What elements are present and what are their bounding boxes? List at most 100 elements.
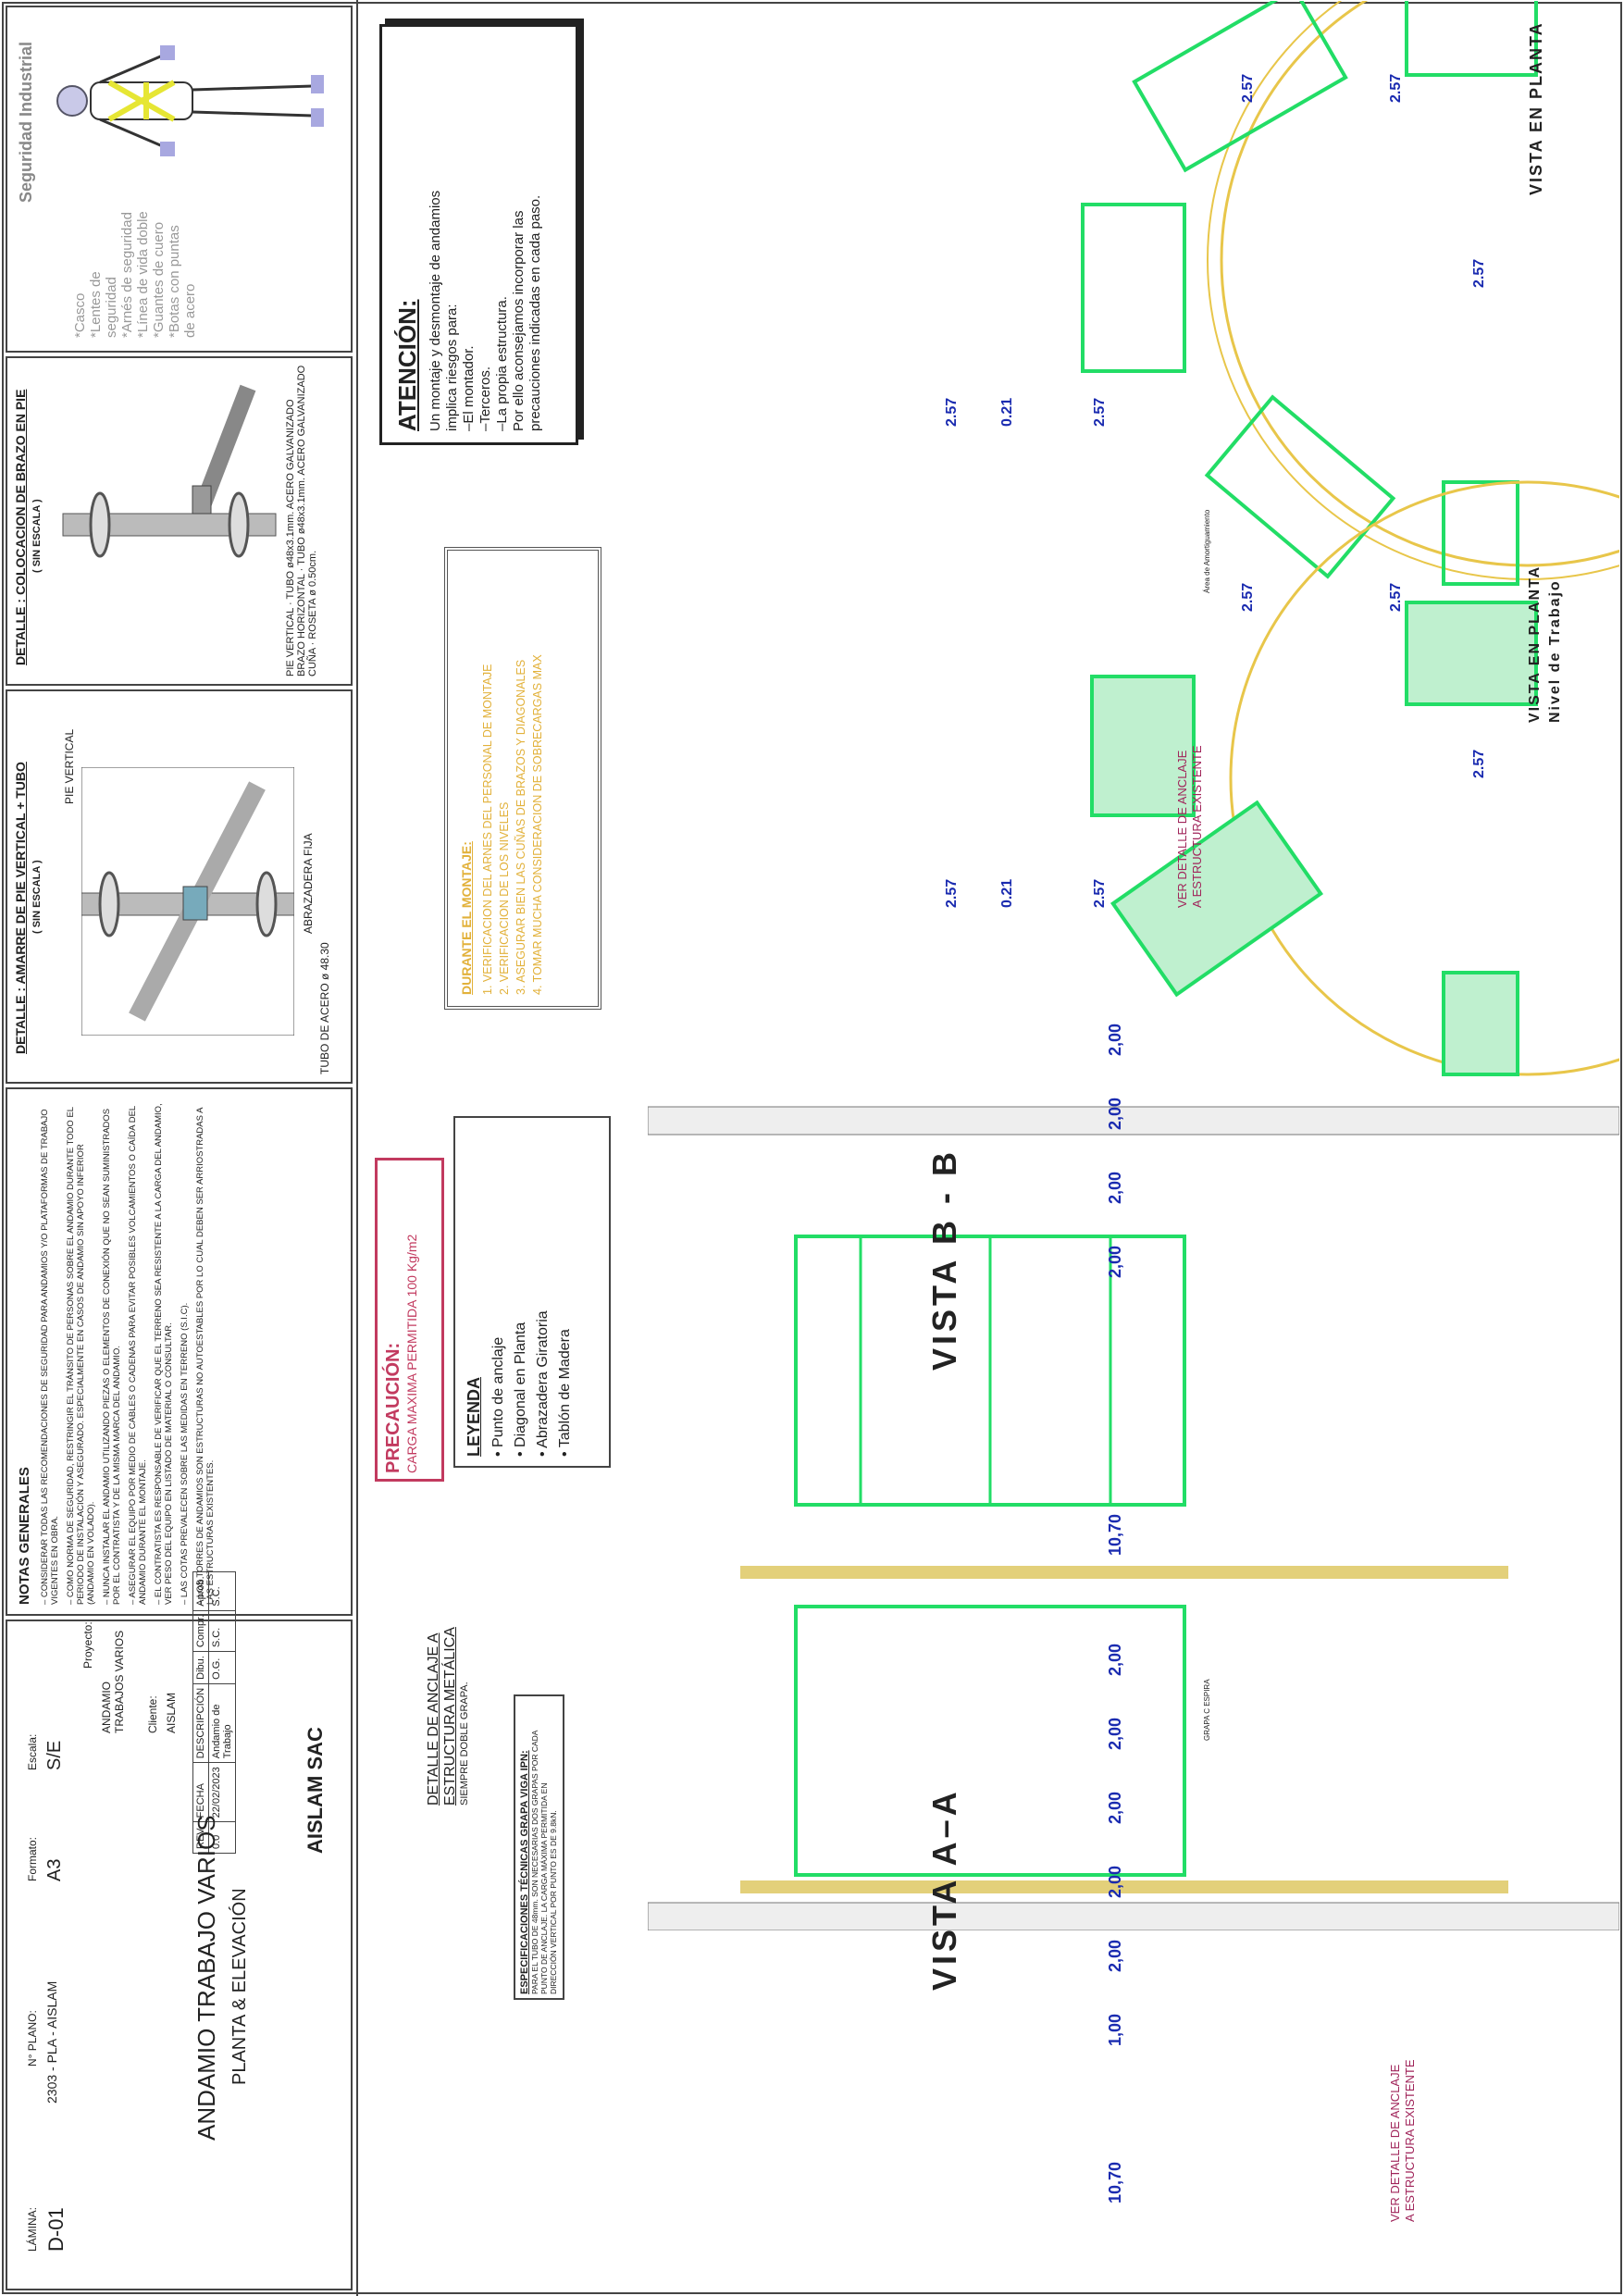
anclaje-title-1: DETALLE DE ANCLAJE A	[426, 1632, 441, 1806]
aa-dim-3: 2,00	[1106, 1717, 1124, 1750]
aprob-value: S.C.	[208, 1571, 236, 1611]
durante-line-1: 2. VERIFICACION DE LOS NIVELES	[498, 801, 511, 995]
detalle-amarre-title: DETALLE : AMARRE DE PIE VERTICAL + TUBO	[13, 762, 28, 1054]
plan-views	[1081, 1, 1619, 1076]
vista-planta-nivel-title: VISTA EN PLANTA	[1527, 565, 1543, 723]
atencion-title: ATENCIÓN:	[393, 299, 421, 431]
cliente-value: AISLAM	[165, 1692, 178, 1733]
detalle-brazo-subtitle: ( SIN ESCALA )	[31, 499, 43, 573]
vista-bb	[740, 1235, 1508, 1579]
especificaciones-line-1: PUNTO DE ANCLAJE. LA CARGA MÁXIMA PERMIT…	[539, 1782, 549, 1994]
lamina-value: D-01	[44, 2207, 68, 2252]
compr-header: Compr.	[192, 1610, 209, 1652]
vista-planta-nivel-subtitle: Nivel de Trabajo	[1547, 579, 1563, 723]
precaucion-box: PRECAUCIÓN: CARGA MAXIMA PERMITIDA 100 K…	[375, 1158, 444, 1482]
anclaje-detail: DETALLE DE ANCLAJE A ESTRUCTURA METÁLICA…	[426, 1565, 470, 1806]
plan-nivel-dim-3: 2.57	[1092, 878, 1108, 908]
proyecto-label: Proyecto:	[81, 1621, 94, 1669]
formato-value: A3	[44, 1858, 65, 1881]
nota-1: – COMO NORMA DE SEGURIDAD, RESTRINGIR EL…	[66, 1107, 96, 1605]
ver-detalle-2a: VER DETALLE DE ANCLAJE	[1388, 2064, 1402, 2222]
atencion-text: Un montaje y desmontaje de andamios impl…	[428, 38, 544, 431]
leyenda-item-2-label: Abrazadera Giratoria	[535, 1310, 551, 1448]
especificaciones-line-0: PARA EL TUBO DE 48mm. SON NECESARIAS DOS…	[530, 1730, 539, 1994]
plan-nivel-dim-1: 2.57	[1388, 582, 1404, 612]
atencion-line-6: precauciones indicadas en cada paso.	[527, 194, 543, 431]
notas-title: NOTAS GENERALES	[17, 1467, 32, 1605]
item-arnes: *Arnés de seguridad	[119, 212, 135, 338]
plan-dim-0: 2.57	[1240, 73, 1256, 103]
durante-box: DURANTE EL MONTAJE: 1. VERIFICACION DEL …	[444, 547, 601, 1010]
item-casco: *Casco	[72, 292, 88, 338]
nplano-value: 2303 - PLA - AISLAM	[44, 1980, 59, 2104]
cliente-label: Cliente:	[146, 1695, 159, 1733]
atencion-line-3: –Terceros.	[477, 366, 493, 431]
label-cuna: CUÑA	[307, 648, 318, 676]
especificaciones-box: ESPECIFICACIONES TÉCNICAS GRAPA VIGA IPN…	[514, 1694, 564, 2000]
nota-0: – CONSIDERAR TODAS LAS RECOMENDACIONES D…	[40, 1109, 60, 1605]
plan-dim-4: 2.57	[944, 397, 960, 427]
bb-dim-1: 2,00	[1106, 1171, 1124, 1204]
leyenda-item-1-label: Diagonal en Planta	[513, 1322, 528, 1447]
atencion-box: ATENCIÓN: Un montaje y desmontaje de and…	[379, 24, 578, 445]
vista-planta	[1081, 1, 1619, 586]
label-roseta: ROSETA	[307, 598, 318, 639]
ver-detalle-2b: A ESTRUCTURA EXISTENTE	[1403, 2059, 1417, 2222]
ver-detalle-1a: VER DETALLE DE ANCLAJE	[1175, 750, 1189, 908]
label-tubo2: TUBO ø48x3.1mm.	[296, 478, 307, 565]
bb-dim-total: 10,70	[1106, 1513, 1124, 1556]
aa-dim-total: 10,70	[1106, 2161, 1124, 2203]
aa-dim-4: 2,00	[1106, 1643, 1124, 1676]
plan-dim-3: 2.57	[1092, 397, 1108, 427]
leyenda-box: LEYENDA • Punto de anclaje • Diagonal en…	[453, 1116, 611, 1468]
seguridad-title: Seguridad Industrial	[17, 41, 35, 203]
grapa-label: GRAPA C ESPIRA	[1203, 1679, 1211, 1741]
detalle-amarre-panel: DETALLE : AMARRE DE PIE VERTICAL + TUBO …	[6, 689, 353, 1084]
label-abrazadera: ABRAZADERA FIJA	[302, 833, 315, 934]
nota-6: – LOS TORRES DE ANDAMIOS SON ESTRUCTURAS…	[195, 1108, 216, 1605]
proyecto-value: ANDAMIO TRABAJOS VARIOS	[100, 1630, 126, 1733]
especificaciones-text: PARA EL TUBO DE 48mm. SON NECESARIAS DOS…	[530, 1700, 558, 1994]
label-brazo: BRAZO HORIZONTAL	[296, 574, 307, 676]
nota-3: – ASEGURAR EL EQUIPO POR MEDIO DE CABLES…	[128, 1106, 148, 1605]
item-guantes: *Guantes de cuero	[151, 221, 167, 338]
label-tubo-acero: TUBO DE ACERO ø 48.30	[318, 942, 331, 1074]
plan-nivel-dim-0: 2.57	[1240, 582, 1256, 612]
bb-dim-2: 2,00	[1106, 1097, 1124, 1130]
item-linea: *Línea de vida doble	[135, 211, 151, 338]
fecha-value: 22/02/2023	[208, 1762, 236, 1822]
nota-4: – EL CONTRATISTA ES RESPONSABLE DE VERIF…	[154, 1103, 174, 1605]
atencion-line-2: –El montador.	[461, 345, 477, 431]
label-acero: ACERO GALVANIZADO	[285, 399, 296, 510]
label-roseta-dim: ø 0.50cm.	[307, 550, 318, 596]
nplano-label: N° PLANO:	[26, 2010, 39, 2066]
vista-planta-title: VISTA EN PLANTA	[1527, 21, 1545, 195]
lamina-label: LÁMINA:	[26, 2206, 39, 2252]
fecha-header: FECHA	[192, 1762, 209, 1822]
vista-bb-title: VISTA B - B	[925, 1148, 963, 1371]
company-name: AISLAM SAC	[304, 1727, 327, 1854]
durante-line-2: 3. ASEGURAR BIEN LAS CUÑAS DE BRAZOS Y D…	[514, 659, 527, 995]
aa-dim-2: 2,00	[1106, 1791, 1124, 1824]
escala-value: S/E	[44, 1740, 65, 1770]
detalle-brazo-labels: PIE VERTICAL · TUBO ø48x3.1mm. ACERO GAL…	[285, 365, 318, 676]
plano-title: ANDAMIO TRABAJO VARIOS	[192, 1815, 220, 2141]
leyenda-item-3-label: Tablón de Madera	[557, 1329, 573, 1448]
durante-title: DURANTE EL MONTAJE:	[459, 841, 474, 995]
leyenda-list: • Punto de anclaje • Diagonal en Planta …	[488, 1127, 576, 1457]
notas-panel: NOTAS GENERALES – CONSIDERAR TODAS LAS R…	[6, 1087, 353, 1616]
leyenda-item-0: • Punto de anclaje	[490, 1336, 506, 1457]
detalle-amarre-drawing	[81, 767, 294, 1036]
plan-dim-2: 2.57	[1471, 258, 1487, 288]
especificaciones-line-2: DIRECCIÓN VERTICAL POR PUNTO ES DE 9.8kN…	[549, 1810, 558, 1994]
dibu-value: O.G.	[208, 1651, 236, 1684]
leyenda-item-2: • Abrazadera Giratoria	[535, 1310, 551, 1457]
aa-dim-5: 1,00	[1106, 2013, 1124, 2046]
plan-dim-1: 2.57	[1388, 73, 1404, 103]
worker-icon	[56, 45, 324, 156]
left-band-divider	[356, 0, 358, 2296]
label-pie: PIE VERTICAL	[285, 608, 296, 676]
